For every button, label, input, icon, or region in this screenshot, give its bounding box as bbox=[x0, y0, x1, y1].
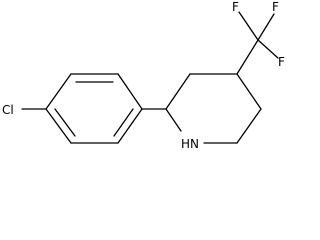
ring-bond bbox=[236, 73, 262, 110]
cf-bond bbox=[257, 39, 279, 59]
piperidine-ring bbox=[165, 73, 262, 144]
structure-diagram: Cl HN F F F bbox=[2, 0, 285, 151]
cf-bond bbox=[257, 13, 275, 41]
ring-bond bbox=[117, 108, 143, 144]
chlorophenyl-ring bbox=[21, 73, 143, 144]
nitrogen-atom-label: HN bbox=[181, 137, 199, 151]
trifluoromethyl-group bbox=[236, 11, 279, 75]
fluorine-atom-label: F bbox=[272, 0, 279, 14]
ring-bond bbox=[117, 73, 143, 110]
chlorine-atom-label: Cl bbox=[2, 103, 14, 117]
cf3-bond bbox=[236, 39, 259, 75]
ring-bond bbox=[45, 108, 72, 144]
cf-bond bbox=[238, 11, 259, 41]
ring-bond bbox=[45, 73, 72, 110]
aromatic-inner-bond bbox=[113, 108, 134, 137]
aromatic-inner-bond bbox=[54, 108, 76, 137]
ring-bond bbox=[165, 73, 191, 110]
ring-bond bbox=[236, 108, 262, 144]
fluorine-atom-label: F bbox=[232, 0, 239, 14]
ring-bond bbox=[165, 108, 182, 132]
fluorine-atom-label: F bbox=[278, 55, 285, 69]
